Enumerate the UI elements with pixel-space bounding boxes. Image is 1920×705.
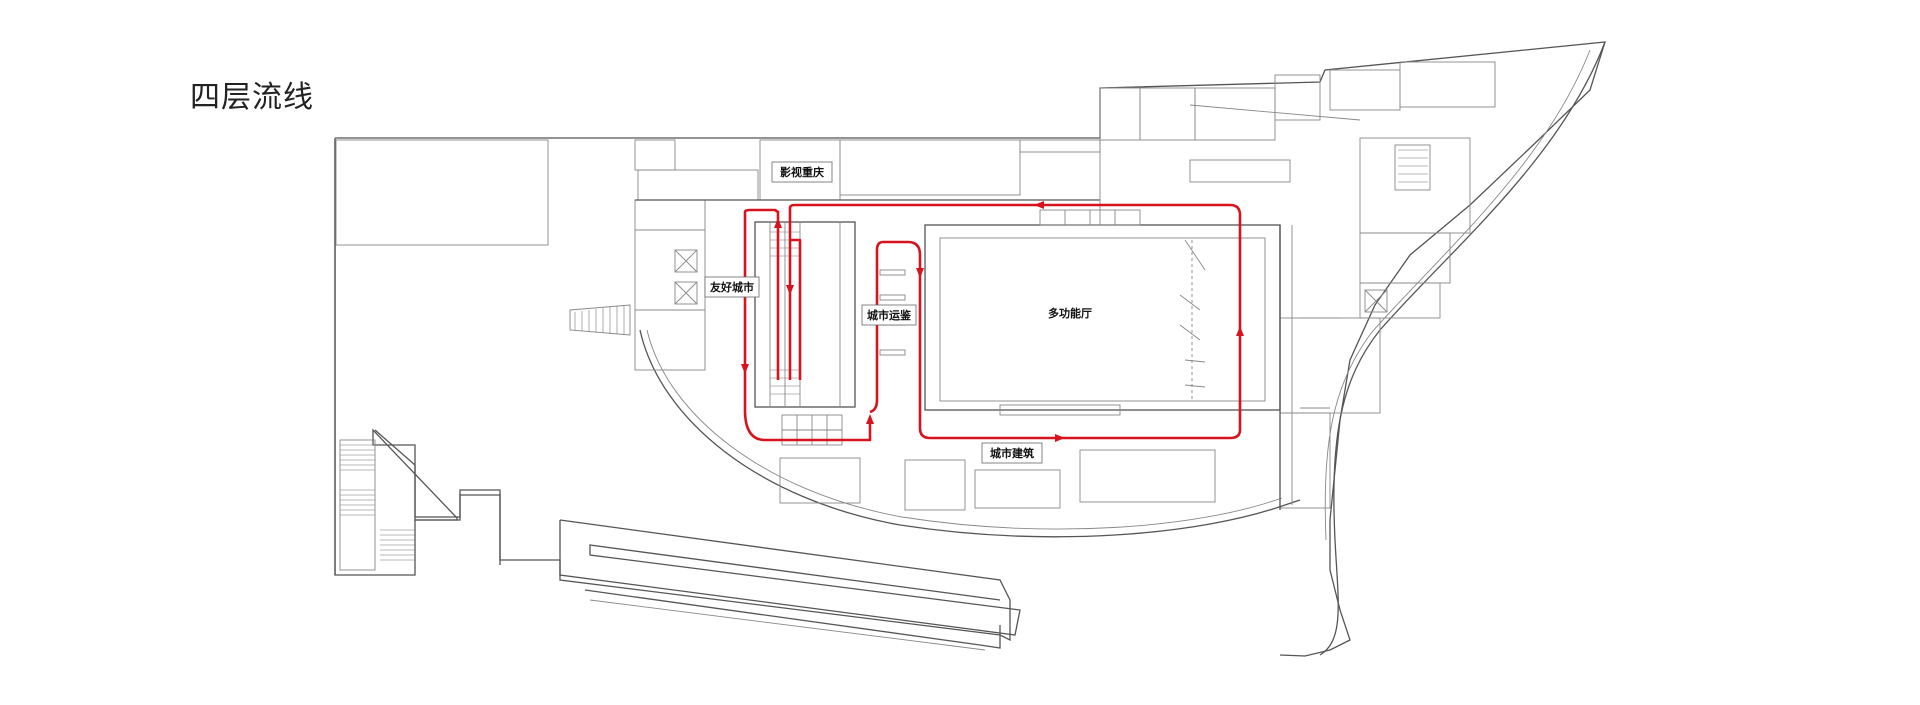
figure-title: 四层流线 — [190, 80, 314, 115]
label-city-architecture: 城市建筑 — [981, 442, 1043, 464]
label-multi-hall-text: 多功能厅 — [1048, 306, 1092, 320]
arrow-escalator-up — [774, 218, 782, 228]
label-city-architecture-text: 城市建筑 — [990, 446, 1034, 460]
label-movie-chongqing: 影视重庆 — [771, 161, 833, 183]
circulation-flow — [741, 201, 1244, 442]
building-outline — [334, 41, 1606, 657]
label-city-review: 城市运鉴 — [861, 304, 917, 326]
arrow-escalator-down — [786, 285, 794, 295]
entry-stair-wedge — [569, 304, 631, 336]
flow-loop-escalator-up — [788, 203, 1242, 440]
arrow-inner-down — [916, 268, 924, 278]
arrow-top-left — [1034, 201, 1044, 209]
arrow-right-up — [1236, 326, 1244, 336]
flow-loop-escalator-down — [743, 208, 780, 380]
arrow-bottom-up — [866, 414, 874, 424]
label-city-review-text: 城市运鉴 — [867, 308, 912, 322]
interior-rooms — [634, 61, 1496, 511]
left-stair-hatch — [339, 439, 415, 571]
arrow-left-down — [741, 364, 749, 374]
room-labels: 影视重庆 友好城市 城市运鉴 多功能厅 城市建筑 — [704, 161, 1098, 464]
label-multi-hall: 多功能厅 — [1042, 303, 1098, 323]
arrow-bottom-right — [1055, 434, 1065, 442]
label-movie-chongqing-text: 影视重庆 — [780, 165, 824, 179]
label-friendly-city-text: 友好城市 — [710, 280, 754, 294]
flow-loop-left — [743, 212, 872, 442]
label-friendly-city: 友好城市 — [704, 276, 760, 298]
flow-loop-cross — [790, 238, 802, 380]
